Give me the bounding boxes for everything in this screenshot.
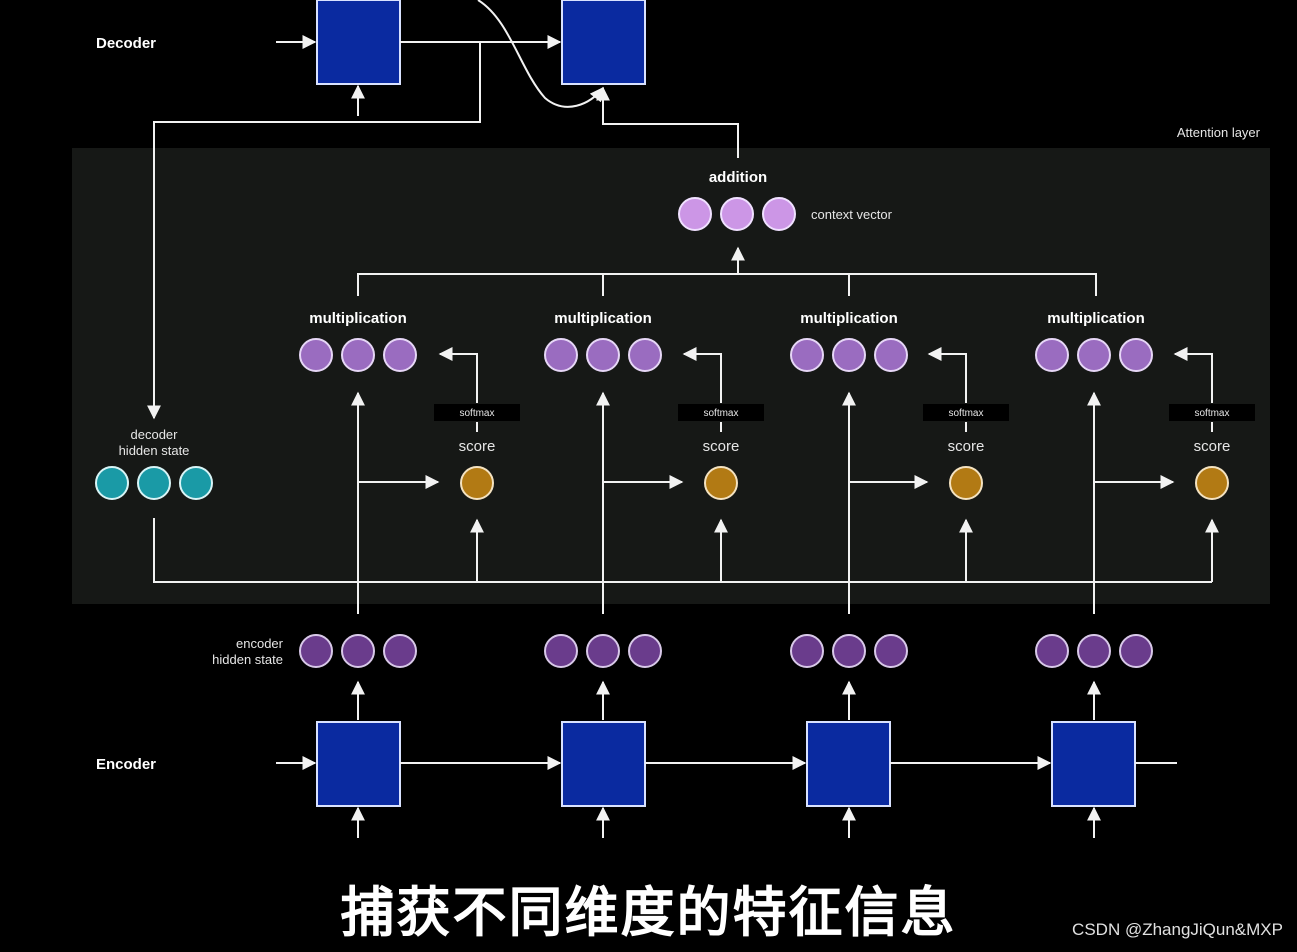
weighted-node-4b [1077,338,1111,372]
softmax-label-1: softmax [459,408,494,419]
attention-layer-label: Attention layer [1177,125,1261,140]
context-vector-node-3 [762,197,796,231]
attention-column-1: multiplication softmax score [299,310,520,614]
softmax-label-4: softmax [1194,408,1229,419]
encoder-hidden-node-3c [874,634,908,668]
encoder-hidden-node-4b [1077,634,1111,668]
score-node-2 [704,466,738,500]
score-node-4 [1195,466,1229,500]
attention-column-3: multiplication softmax score [790,310,1009,614]
weighted-node-1a [299,338,333,372]
encoder-block-4 [1051,721,1136,807]
decoder-block-2 [561,0,646,85]
score-node-1 [460,466,494,500]
decoder-block-1 [316,0,401,85]
decoder-hidden-node-3 [179,466,213,500]
decoder-hidden-state-label-2: hidden state [119,443,190,458]
weighted-node-3c [874,338,908,372]
weighted-node-4c [1119,338,1153,372]
context-vector-node-1 [678,197,712,231]
softmax-box-1 [434,404,520,421]
weighted-node-2c [628,338,662,372]
score-label-2: score [703,438,740,455]
encoder-hidden-node-3a [790,634,824,668]
weighted-node-1b [341,338,375,372]
weighted-node-2a [544,338,578,372]
softmax-box-3 [923,404,1009,421]
encoder-hidden-node-2c [628,634,662,668]
encoder-hidden-node-1a [299,634,333,668]
decoder-label: Decoder [96,35,156,52]
watermark: CSDN @ZhangJiQun&MXP [1072,920,1283,939]
encoder-block-2 [561,721,646,807]
softmax-box-4 [1169,404,1255,421]
weighted-node-2b [586,338,620,372]
attention-column-2: multiplication softmax score [544,310,764,614]
encoder-block-1 [316,721,401,807]
encoder-hidden-node-2b [586,634,620,668]
encoder-hidden-state-label-1: encoder [236,636,284,651]
encoder-hidden-node-4a [1035,634,1069,668]
encoder-hidden-node-2a [544,634,578,668]
multiplication-label-1: multiplication [309,310,407,327]
weighted-node-3a [790,338,824,372]
score-label-1: score [459,438,496,455]
multiplication-label-4: multiplication [1047,310,1145,327]
attention-layer-panel [72,148,1270,604]
softmax-label-3: softmax [948,408,983,419]
softmax-box-2 [678,404,764,421]
score-label-4: score [1194,438,1231,455]
multiplication-label-3: multiplication [800,310,898,327]
score-label-3: score [948,438,985,455]
weighted-node-4a [1035,338,1069,372]
attention-column-4: multiplication softmax score [1035,310,1255,614]
weighted-node-3b [832,338,866,372]
encoder-block-3 [806,721,891,807]
softmax-label-2: softmax [703,408,738,419]
context-vector-node-2 [720,197,754,231]
multiplication-label-2: multiplication [554,310,652,327]
encoder-hidden-node-3b [832,634,866,668]
context-vector-label: context vector [811,207,893,222]
encoder-hidden-node-1b [341,634,375,668]
encoder-hidden-node-1c [383,634,417,668]
subtitle-caption: 捕获不同维度的特征信息 [340,881,957,944]
decoder-hidden-node-2 [137,466,171,500]
decoder-hidden-node-1 [95,466,129,500]
addition-label: addition [709,169,767,186]
score-node-3 [949,466,983,500]
encoder-label: Encoder [96,756,156,773]
encoder-hidden-node-4c [1119,634,1153,668]
encoder-hidden-state-label-2: hidden state [212,652,283,667]
weighted-node-1c [383,338,417,372]
decoder-hidden-state-label-1: decoder [131,427,179,442]
